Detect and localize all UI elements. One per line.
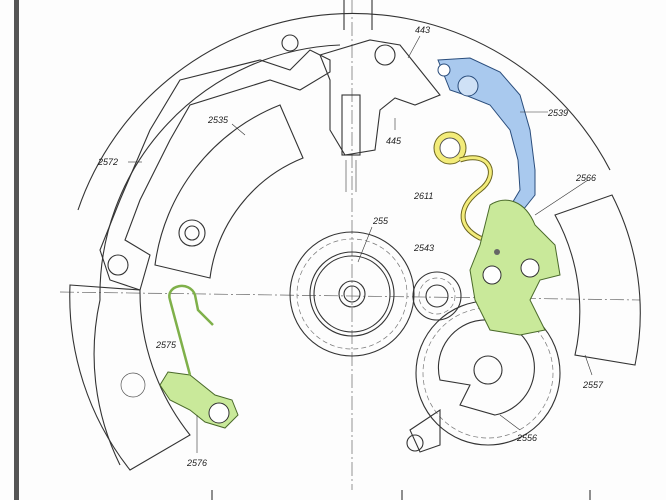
segment-2557 bbox=[554, 194, 641, 366]
outer-case-arc bbox=[77, 12, 611, 211]
spring-2575-green bbox=[168, 284, 214, 376]
bridge-2572 bbox=[99, 49, 331, 291]
lever-2566-green bbox=[469, 199, 561, 336]
label-2572: 2572 bbox=[97, 157, 118, 167]
label-255: 255 bbox=[372, 216, 389, 226]
label-2576: 2576 bbox=[186, 458, 207, 468]
plate-outline bbox=[93, 44, 341, 466]
label-2556: 2556 bbox=[516, 433, 537, 443]
label-2575: 2575 bbox=[155, 340, 177, 350]
label-2535: 2535 bbox=[207, 115, 229, 125]
label-443: 443 bbox=[415, 25, 430, 35]
label-2543: 2543 bbox=[413, 243, 434, 253]
lever-443 bbox=[319, 39, 441, 156]
label-2557: 2557 bbox=[582, 380, 604, 390]
wheel-255 bbox=[289, 231, 415, 357]
label-445: 445 bbox=[386, 136, 402, 146]
horizontal-centerline bbox=[59, 291, 641, 301]
label-2566: 2566 bbox=[575, 173, 596, 183]
label-2611: 2611 bbox=[413, 191, 433, 201]
segment-left bbox=[69, 284, 191, 471]
pinion-2543 bbox=[412, 271, 462, 321]
segment-2535 bbox=[154, 104, 304, 279]
label-2539: 2539 bbox=[547, 108, 568, 118]
spring-2611-yellow bbox=[433, 131, 496, 243]
left-border bbox=[14, 0, 19, 500]
